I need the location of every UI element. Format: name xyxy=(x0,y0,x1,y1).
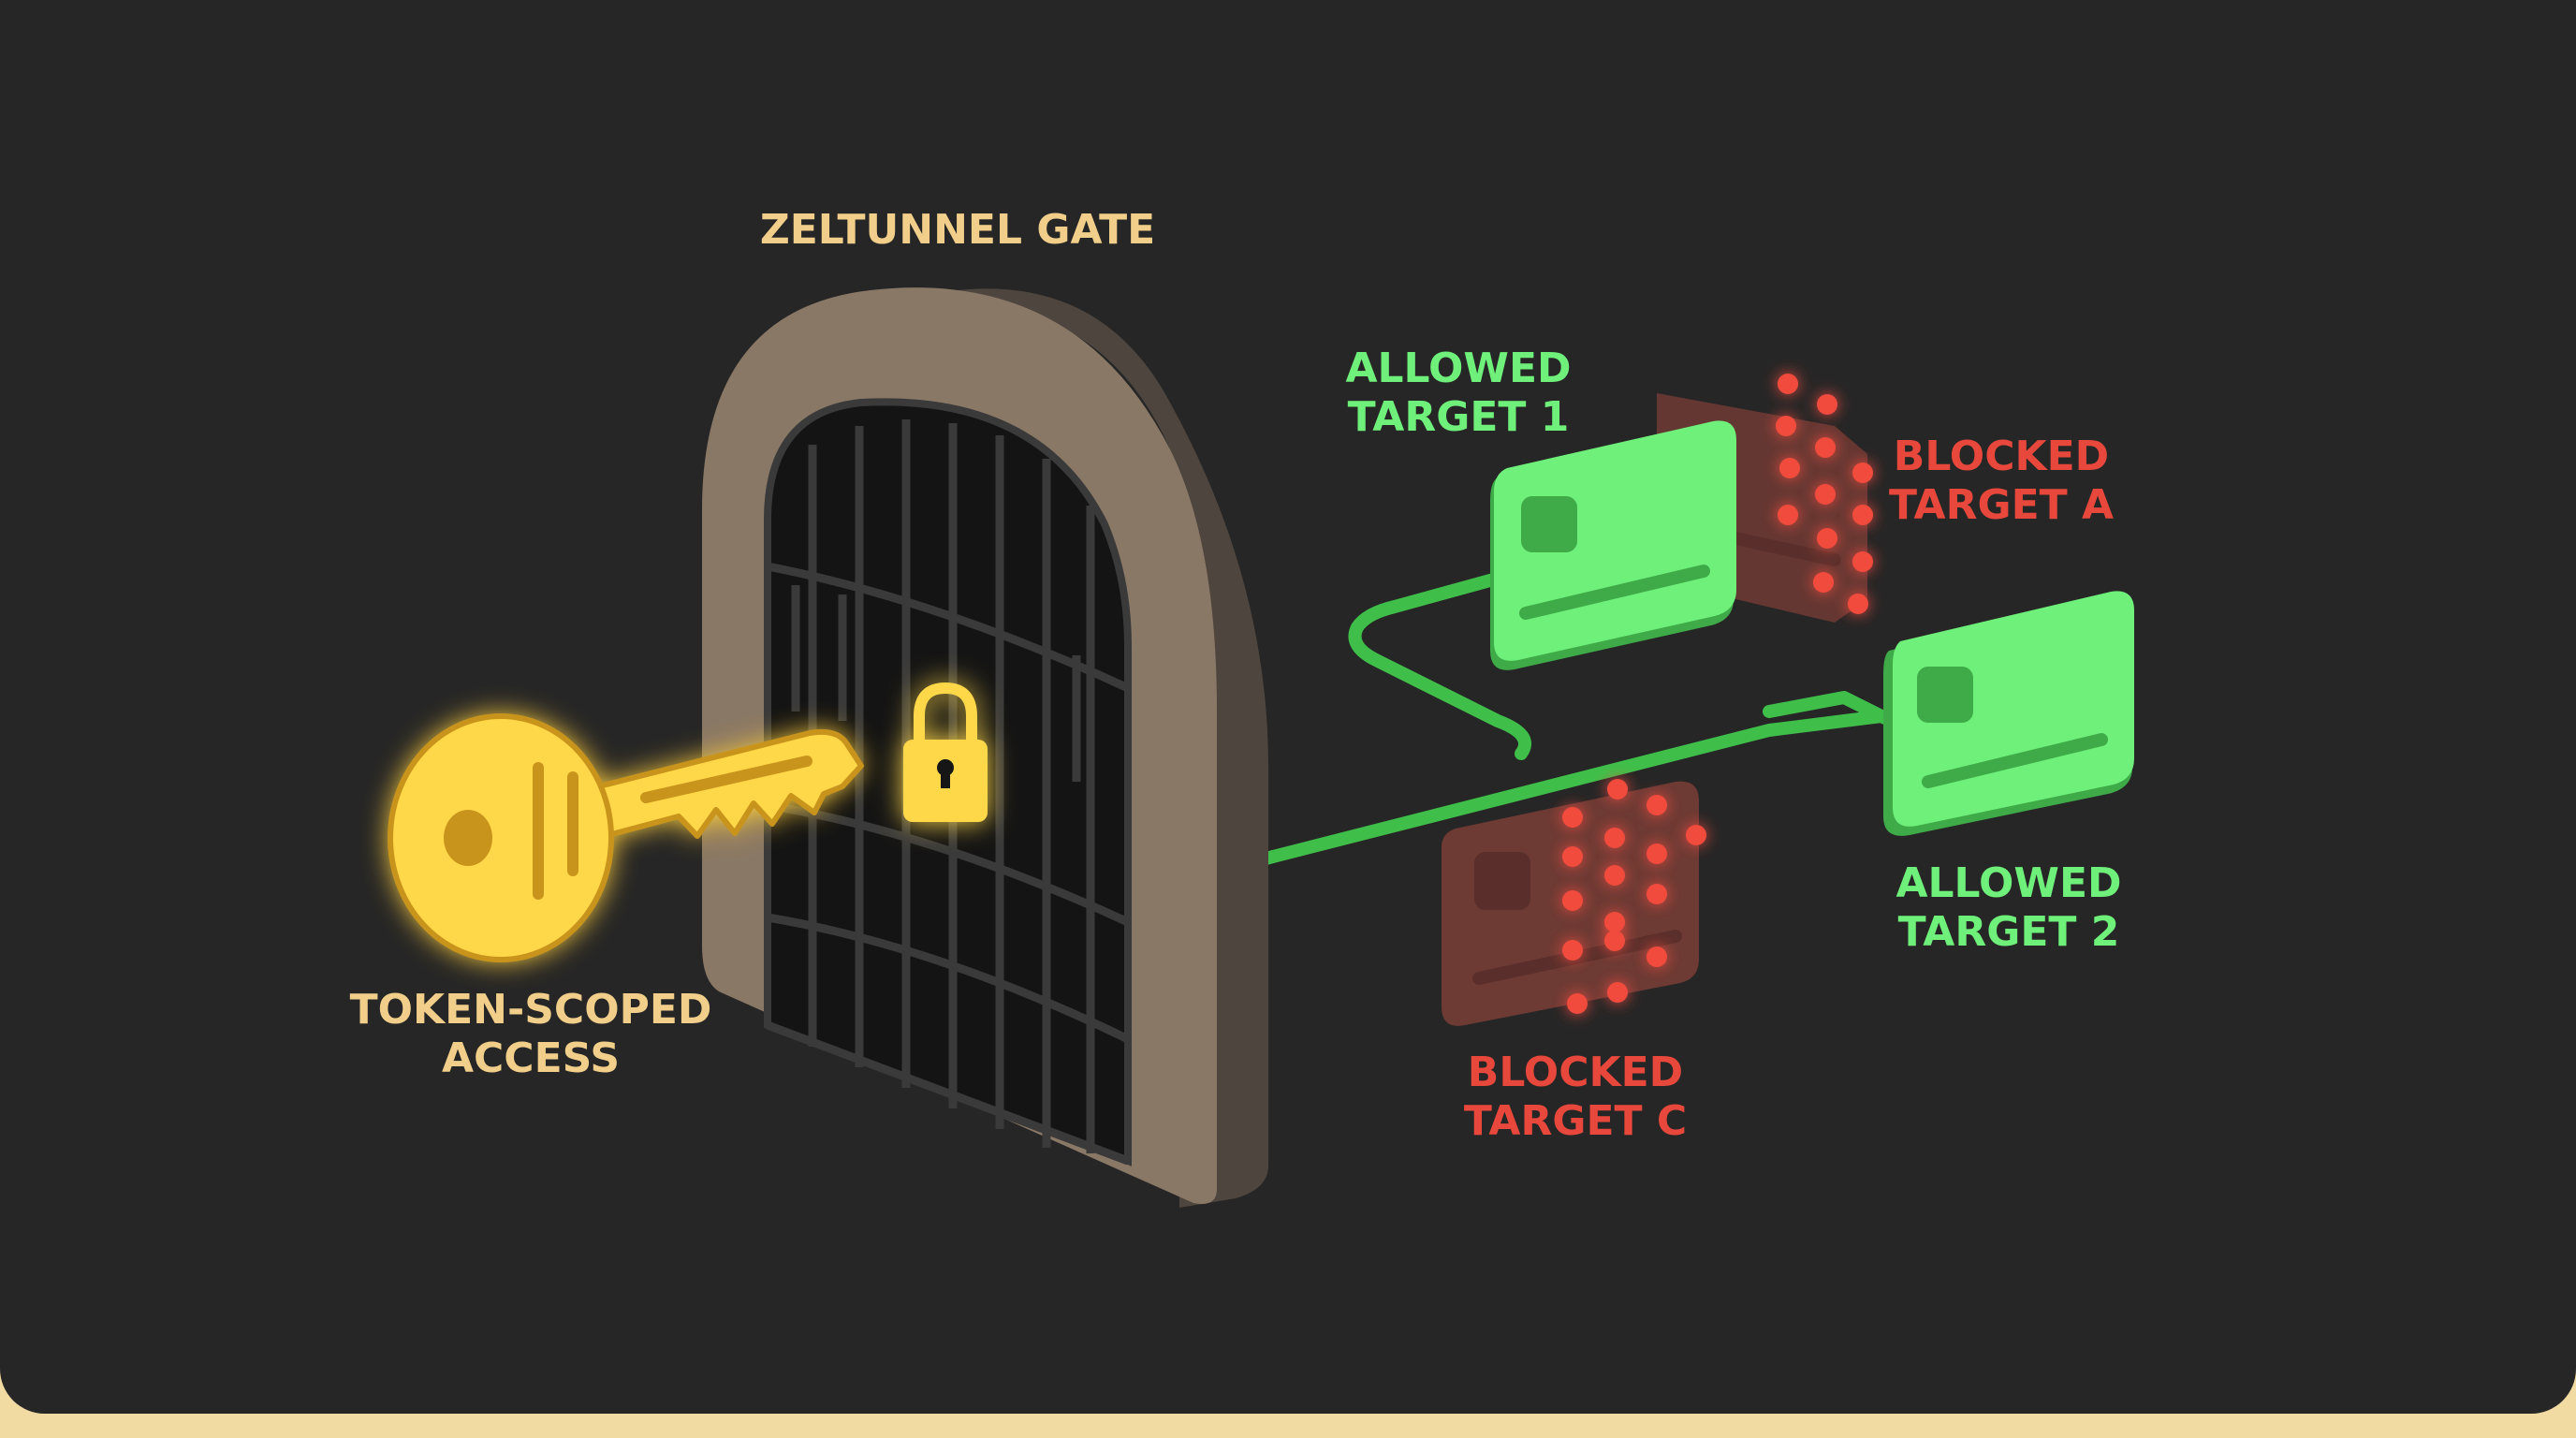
allowed-target-1-label-line2: TARGET 1 xyxy=(1348,393,1570,441)
blocked-dots-c xyxy=(1562,779,1706,1014)
path-to-target-1 xyxy=(1348,569,1532,760)
blocked-target-c[interactable] xyxy=(1442,779,1706,1026)
path-to-target-2-end xyxy=(1763,691,1897,727)
key-label-line1: TOKEN-SCOPED xyxy=(350,986,712,1034)
allowed-target-1-label-line1: ALLOWED xyxy=(1345,345,1571,392)
arched-gate-icon xyxy=(702,287,1268,1208)
allowed-target-2[interactable] xyxy=(1883,591,2134,836)
padlock-icon xyxy=(903,682,988,822)
key-label-line2: ACCESS xyxy=(442,1034,620,1082)
key-icon xyxy=(388,713,864,962)
blocked-target-c-label-line1: BLOCKED xyxy=(1468,1049,1683,1096)
allowed-target-2-label-line1: ALLOWED xyxy=(1895,859,2121,907)
blocked-target-a-label-line2: TARGET A xyxy=(1889,481,2114,529)
blocked-dots-a xyxy=(1776,374,1873,614)
allowed-target-1[interactable] xyxy=(1490,420,1736,670)
allowed-target-2-label-line2: TARGET 2 xyxy=(1898,908,2120,956)
gate-title: ZELTUNNEL GATE xyxy=(760,206,1155,254)
blocked-target-c-label-line2: TARGET C xyxy=(1464,1097,1687,1145)
blocked-target-a-label-line1: BLOCKED xyxy=(1894,433,2109,480)
